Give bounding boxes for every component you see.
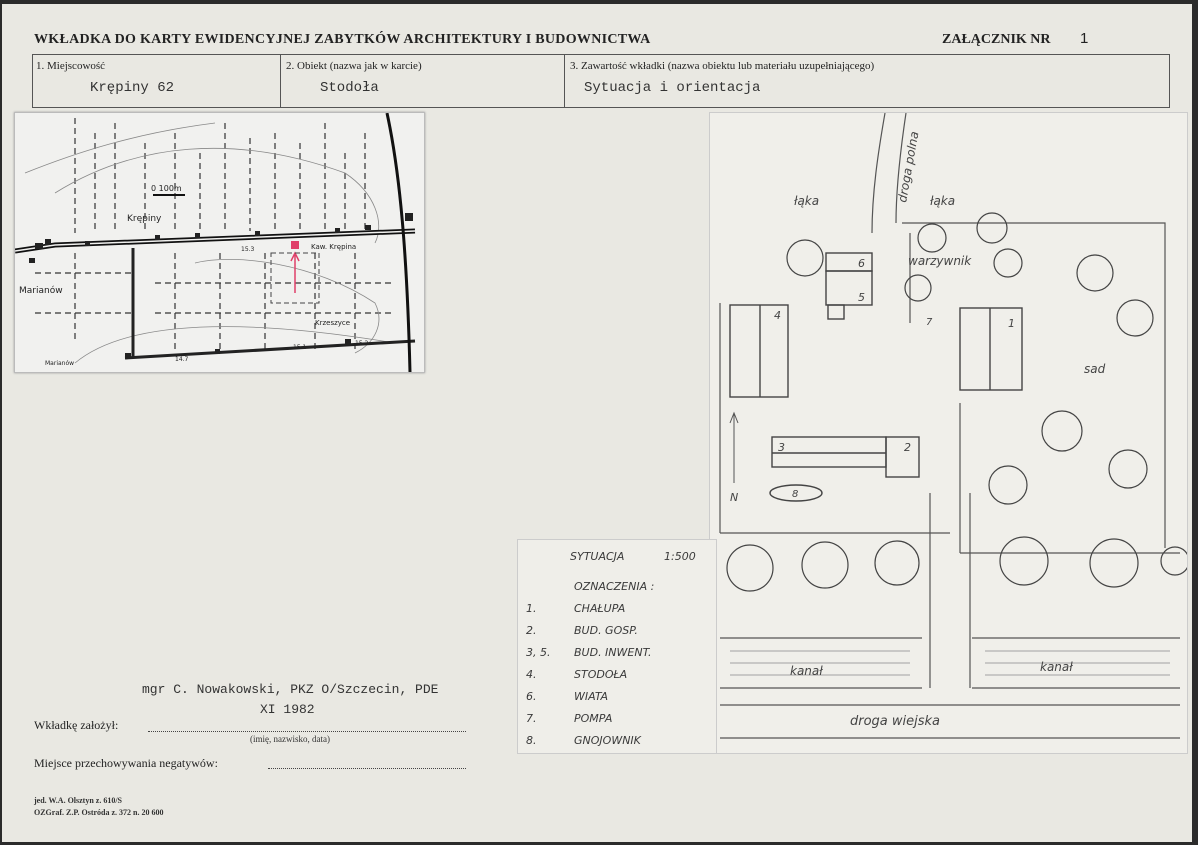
print-info-1: jed. W.A. Olsztyn z. 610/S (34, 796, 123, 805)
legend-item: 3, 5.BUD. INWENT. (526, 646, 652, 659)
plan-num-4: 4 (774, 309, 781, 322)
building-1-house (959, 307, 1023, 391)
plan-vegetable-garden: warzywnik (908, 254, 972, 268)
content-value: Sytuacja i orientacja (584, 80, 761, 96)
author-line (148, 730, 466, 732)
plan-num-8: 8 (792, 489, 798, 500)
annex-number: 1 (1080, 30, 1089, 47)
building-5-inventory (825, 270, 873, 306)
plan-meadow-right: łąka (930, 194, 955, 208)
plan-canal-right: kanał (1040, 660, 1073, 674)
plan-orchard: sad (1084, 362, 1106, 376)
author-value: mgr C. Nowakowski, PKZ O/Szczecin, PDE (142, 682, 439, 697)
locality-label: 1. Miejscowość (36, 60, 106, 72)
storage-label: Miejsce przechowywania negatywów: (34, 756, 218, 770)
map-scale-label: 0 100m (151, 184, 182, 193)
locality-value: Krępiny 62 (90, 80, 175, 96)
map-number-4: 14.7 (175, 356, 189, 363)
map-number-2: 15.1 (293, 344, 307, 351)
cell-divider-2 (564, 54, 565, 108)
site-plan-drawing: droga polna łąka łąka warzywnik sad kana… (719, 112, 1190, 739)
legend-heading: OZNACZENIA : (574, 580, 655, 593)
building-3-inventory (771, 436, 887, 468)
legend-item: 8.GNOJOWNIK (526, 734, 641, 747)
author-label: Wkładkę założył: (34, 718, 119, 732)
plan-canal-left: kanał (790, 664, 823, 678)
legend-scale: 1:500 (664, 550, 696, 563)
annex-label: ZAŁĄCZNIK NR (942, 32, 1051, 47)
plan-north: N (730, 491, 738, 504)
map-number-1: 15.3 (241, 246, 255, 253)
author-hint: (imię, nazwisko, data) (250, 734, 330, 744)
map-place-marianow: Marianów (19, 285, 63, 296)
storage-line (268, 767, 466, 769)
form-title: WKŁADKA DO KARTY EWIDENCYJNEJ ZABYTKÓW A… (34, 32, 651, 47)
north-arrow-icon (729, 411, 739, 483)
site-plan: droga polna łąka łąka warzywnik sad kana… (709, 112, 1190, 754)
map-place-krzeszyce: Krzeszyce (315, 319, 350, 327)
map-arrow-icon (290, 251, 300, 293)
building-8-manure (769, 484, 823, 502)
date-value: XI 1982 (260, 702, 315, 717)
building-4-barn (729, 304, 789, 398)
cell-divider-right (1169, 54, 1170, 108)
plan-num-3: 3 (778, 441, 785, 454)
plan-village-road: droga wiejska (850, 714, 940, 729)
plan-num-2: 2 (904, 441, 911, 454)
cell-divider-left (32, 54, 33, 108)
building-2-farm (885, 436, 920, 478)
legend-item: 2.BUD. GOSP. (526, 624, 638, 637)
plan-num-1: 1 (1008, 317, 1015, 330)
topographic-map: 0 100m Krępiny Marianów Kaw. Krępina Krz… (15, 113, 416, 372)
map-photo: 0 100m Krępiny Marianów Kaw. Krępina Krz… (14, 112, 425, 373)
map-number-3: 15.2 (355, 340, 369, 347)
print-info-2: OZGraf. Z.P. Ostróda z. 372 n. 20 600 (34, 808, 164, 817)
legend-item: 6.WIATA (526, 690, 609, 703)
legend-item: 4.STODOŁA (526, 668, 628, 681)
legend-item: 7.POMPA (526, 712, 613, 725)
record-card: WKŁADKA DO KARTY EWIDENCYJNEJ ZABYTKÓW A… (2, 4, 1192, 842)
plan-num-5: 5 (858, 291, 865, 304)
content-label: 3. Zawartość wkładki (nazwa obiektu lub … (570, 60, 875, 72)
legend-item: 1.CHAŁUPA (526, 602, 626, 615)
map-place-marianow-small: Marianów (45, 360, 74, 367)
map-location-marker (291, 241, 299, 249)
plan-meadow-left: łąka (794, 194, 819, 208)
map-place-kaw-krepina: Kaw. Krępina (311, 243, 356, 251)
plan-num-7: 7 (926, 317, 933, 328)
legend-title: SYTUACJA (570, 550, 625, 563)
legend-box: SYTUACJA 1:500 OZNACZENIA : 1.CHAŁUPA 2.… (517, 539, 717, 754)
object-label: 2. Obiekt (nazwa jak w karcie) (286, 60, 422, 72)
plan-num-6: 6 (858, 257, 865, 270)
object-value: Stodoła (320, 80, 379, 96)
cell-divider-1 (280, 54, 281, 108)
header-rule-bottom (32, 107, 1170, 108)
header-rule-top (32, 54, 1170, 55)
map-place-krepiny: Krępiny (127, 214, 162, 224)
building-6-shed (825, 252, 873, 272)
